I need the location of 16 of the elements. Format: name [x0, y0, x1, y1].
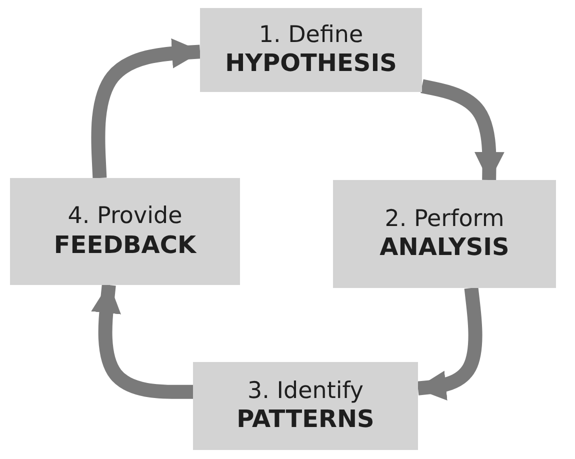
curved-arrow	[91, 283, 193, 399]
step-label: 4. Provide	[68, 203, 182, 231]
step-title: HYPOTHESIS	[225, 49, 397, 78]
curved-arrow	[416, 287, 482, 401]
step-title: PATTERNS	[236, 405, 374, 434]
step-title: ANALYSIS	[380, 233, 510, 262]
curved-arrow	[91, 38, 202, 178]
curved-arrow	[420, 79, 504, 182]
step-box	[200, 8, 422, 92]
step-title: FEEDBACK	[54, 230, 196, 260]
step-label: 3. Identify	[247, 378, 364, 406]
step-label: 1. Define	[258, 22, 364, 50]
step-box	[333, 180, 556, 288]
step-box	[10, 178, 240, 285]
step-box	[193, 362, 418, 450]
step-label: 2. Perform	[384, 206, 504, 234]
